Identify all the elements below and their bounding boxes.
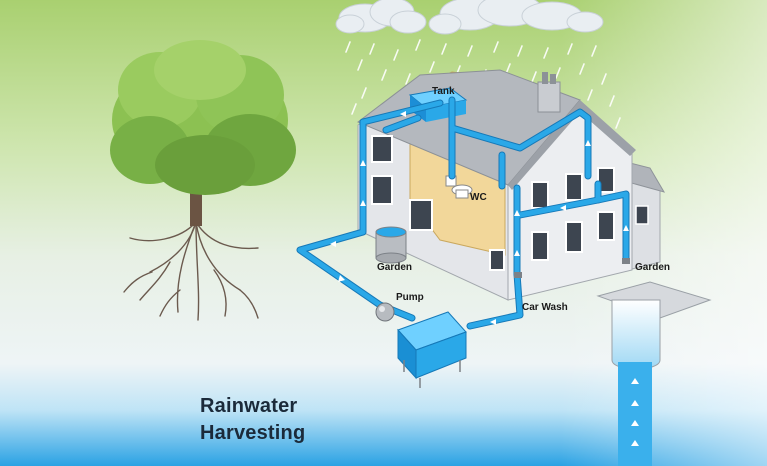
garden-left-label: Garden bbox=[377, 262, 413, 273]
garden-tap-icon bbox=[622, 258, 630, 264]
car-wash-label: Car Wash bbox=[522, 302, 568, 313]
tree-trunk bbox=[190, 190, 202, 226]
pump-label: Pump bbox=[396, 292, 424, 303]
house-front-windows bbox=[371, 135, 433, 231]
tank-label: Tank bbox=[432, 86, 455, 97]
toilet-icon bbox=[445, 175, 473, 199]
wc-label: WC bbox=[470, 192, 487, 203]
house bbox=[357, 69, 666, 301]
garden-right-label: Garden bbox=[635, 262, 671, 273]
storage-tank bbox=[397, 311, 467, 388]
cloud-right-icon bbox=[428, 0, 604, 35]
tree-roots bbox=[123, 221, 259, 321]
cloud-left-icon bbox=[335, 0, 427, 34]
house-extension-window bbox=[635, 205, 649, 225]
title-line-1: Rainwater bbox=[200, 395, 298, 417]
house-side-windows bbox=[489, 167, 615, 271]
flow-arrows bbox=[330, 111, 629, 325]
pump-icon bbox=[375, 302, 395, 322]
rain bbox=[345, 39, 621, 129]
well bbox=[596, 281, 712, 466]
well-shaft bbox=[618, 362, 652, 466]
tree-canopy bbox=[110, 40, 296, 195]
title-line-2: Harvesting bbox=[200, 422, 306, 444]
tree bbox=[110, 40, 296, 321]
car-wash-tap-icon bbox=[514, 272, 522, 278]
garden-barrel-icon bbox=[375, 226, 407, 264]
house-chimney bbox=[537, 81, 561, 113]
house-extension-wall bbox=[627, 179, 661, 271]
house-roof-front-edge bbox=[508, 100, 636, 190]
